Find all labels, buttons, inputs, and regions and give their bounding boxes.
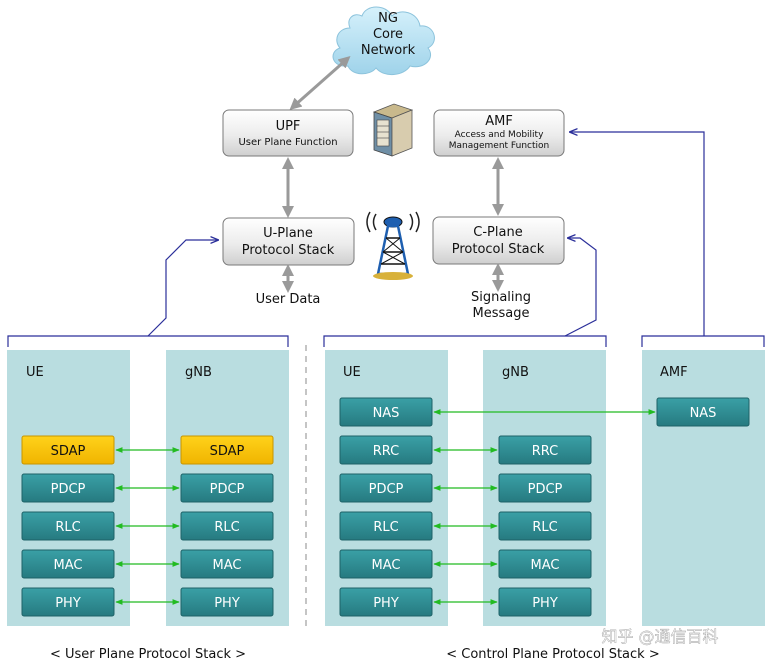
watermark: 知乎 @通信百科: [601, 627, 718, 646]
ue-up-phy-layer-label: PHY: [55, 596, 81, 611]
antenna-tower-icon: [366, 211, 420, 280]
upf-subtitle: User Plane Function: [238, 137, 337, 148]
ue-cp-mac-layer: MAC: [339, 549, 433, 579]
cloud-line-3: Network: [361, 43, 416, 58]
upf-node: UPF User Plane Function: [222, 109, 354, 157]
cplane-line-2: Protocol Stack: [452, 242, 545, 257]
ue-cp-rrc-layer: RRC: [339, 435, 433, 465]
gnb-up-rlc-layer: RLC: [180, 511, 274, 541]
cloud-upf-arrow: [289, 56, 351, 110]
gnb-cp-pdcp-layer: PDCP: [498, 473, 592, 503]
server-icon: [372, 103, 414, 157]
gnb-up-phy-layer-label: PHY: [214, 596, 240, 611]
user-data-label: User Data: [256, 292, 321, 307]
amf-node: AMF Access and Mobility Management Funct…: [433, 109, 565, 157]
ng-core-network-label: NG Core Network: [361, 11, 416, 58]
gnb-cp-phy-layer: PHY: [498, 587, 592, 617]
ue-up-pdcp-layer-label: PDCP: [51, 482, 86, 497]
control-plane-link: [564, 238, 597, 337]
amf-title: AMF: [485, 114, 513, 129]
ue-cp-pdcp-layer-label: PDCP: [369, 482, 404, 497]
gnb-cp-mac-layer-label: MAC: [531, 558, 560, 573]
cplane-line-1: C-Plane: [473, 225, 522, 240]
user-plane-caption: < User Plane Protocol Stack >: [50, 647, 246, 662]
ue-up-sdap-layer-label: SDAP: [51, 444, 86, 459]
gnb-up-sdap-layer-label: SDAP: [210, 444, 245, 459]
ue-cp-pdcp-layer: PDCP: [339, 473, 433, 503]
ue-up-rlc-layer-label: RLC: [55, 520, 80, 535]
amf-nas-layer-label: NAS: [690, 406, 717, 421]
gnb-up-mac-layer: MAC: [180, 549, 274, 579]
ue-cp-phy-layer-label: PHY: [373, 596, 399, 611]
gnb-cp-rlc-layer-label: RLC: [532, 520, 557, 535]
gnb-up-mac-layer-label: MAC: [213, 558, 242, 573]
user-plane-bracket: [7, 335, 289, 347]
gnb-up-rlc-layer-label: RLC: [214, 520, 239, 535]
panel-gnb-up-title: gNB: [185, 365, 212, 380]
ue-cp-rlc-layer: RLC: [339, 511, 433, 541]
panel-ue-cp-title: UE: [343, 365, 361, 380]
ue-cp-phy-layer: PHY: [339, 587, 433, 617]
cplane-stack-node: C-Plane Protocol Stack: [432, 216, 565, 265]
ue-up-mac-layer: MAC: [21, 549, 115, 579]
amf-bracket: [641, 335, 765, 347]
gnb-up-pdcp-layer-label: PDCP: [210, 482, 245, 497]
cloud-line-1: NG: [378, 11, 398, 26]
ue-cp-rrc-layer-label: RRC: [373, 444, 400, 459]
gnb-cp-rlc-layer: RLC: [498, 511, 592, 541]
bracket-lines: [7, 132, 765, 347]
control-plane-bracket: [323, 335, 607, 347]
ue-cp-nas-layer-label: NAS: [373, 406, 400, 421]
ue-up-sdap-layer: SDAP: [21, 435, 115, 465]
gnb-up-sdap-layer: SDAP: [180, 435, 274, 465]
gnb-cp-rrc-layer-label: RRC: [532, 444, 559, 459]
amf-link: [570, 132, 705, 336]
amf-subtitle-line-1: Access and Mobility: [455, 130, 544, 140]
panel-ue-up-title: UE: [26, 365, 44, 380]
uplane-stack-node: U-Plane Protocol Stack: [222, 217, 355, 266]
uplane-line-2: Protocol Stack: [242, 243, 335, 258]
protocol-layers: SDAP SDAP PDCP PDCP RLC RLC MAC MAC PHY PHY NAS RRC…: [21, 397, 750, 617]
control-plane-caption: < Control Plane Protocol Stack >: [446, 647, 659, 662]
gnb-up-pdcp-layer: PDCP: [180, 473, 274, 503]
ue-up-phy-layer: PHY: [21, 587, 115, 617]
gnb-cp-phy-layer-label: PHY: [532, 596, 558, 611]
ue-up-pdcp-layer: PDCP: [21, 473, 115, 503]
ue-up-mac-layer-label: MAC: [54, 558, 83, 573]
amf-nas-layer: NAS: [656, 397, 750, 427]
ue-up-rlc-layer: RLC: [21, 511, 115, 541]
gnb-cp-rrc-layer: RRC: [498, 435, 592, 465]
ue-cp-mac-layer-label: MAC: [372, 558, 401, 573]
signaling-label-line-1: Signaling: [471, 290, 531, 305]
panel-amf-title: AMF: [660, 365, 688, 380]
cloud-line-2: Core: [373, 27, 403, 42]
amf-subtitle-line-2: Management Function: [449, 141, 549, 151]
user-plane-link: [147, 240, 218, 337]
peer-arrows: [115, 409, 656, 605]
panel-gnb-cp-title: gNB: [502, 365, 529, 380]
gnb-cp-pdcp-layer-label: PDCP: [528, 482, 563, 497]
signaling-label-line-2: Message: [473, 306, 530, 321]
ue-cp-rlc-layer-label: RLC: [373, 520, 398, 535]
panel-amf-control-plane: [642, 350, 765, 626]
upf-title: UPF: [276, 119, 301, 134]
gnb-up-phy-layer: PHY: [180, 587, 274, 617]
uplane-line-1: U-Plane: [263, 226, 313, 241]
gnb-cp-mac-layer: MAC: [498, 549, 592, 579]
ue-cp-nas-layer: NAS: [339, 397, 433, 427]
